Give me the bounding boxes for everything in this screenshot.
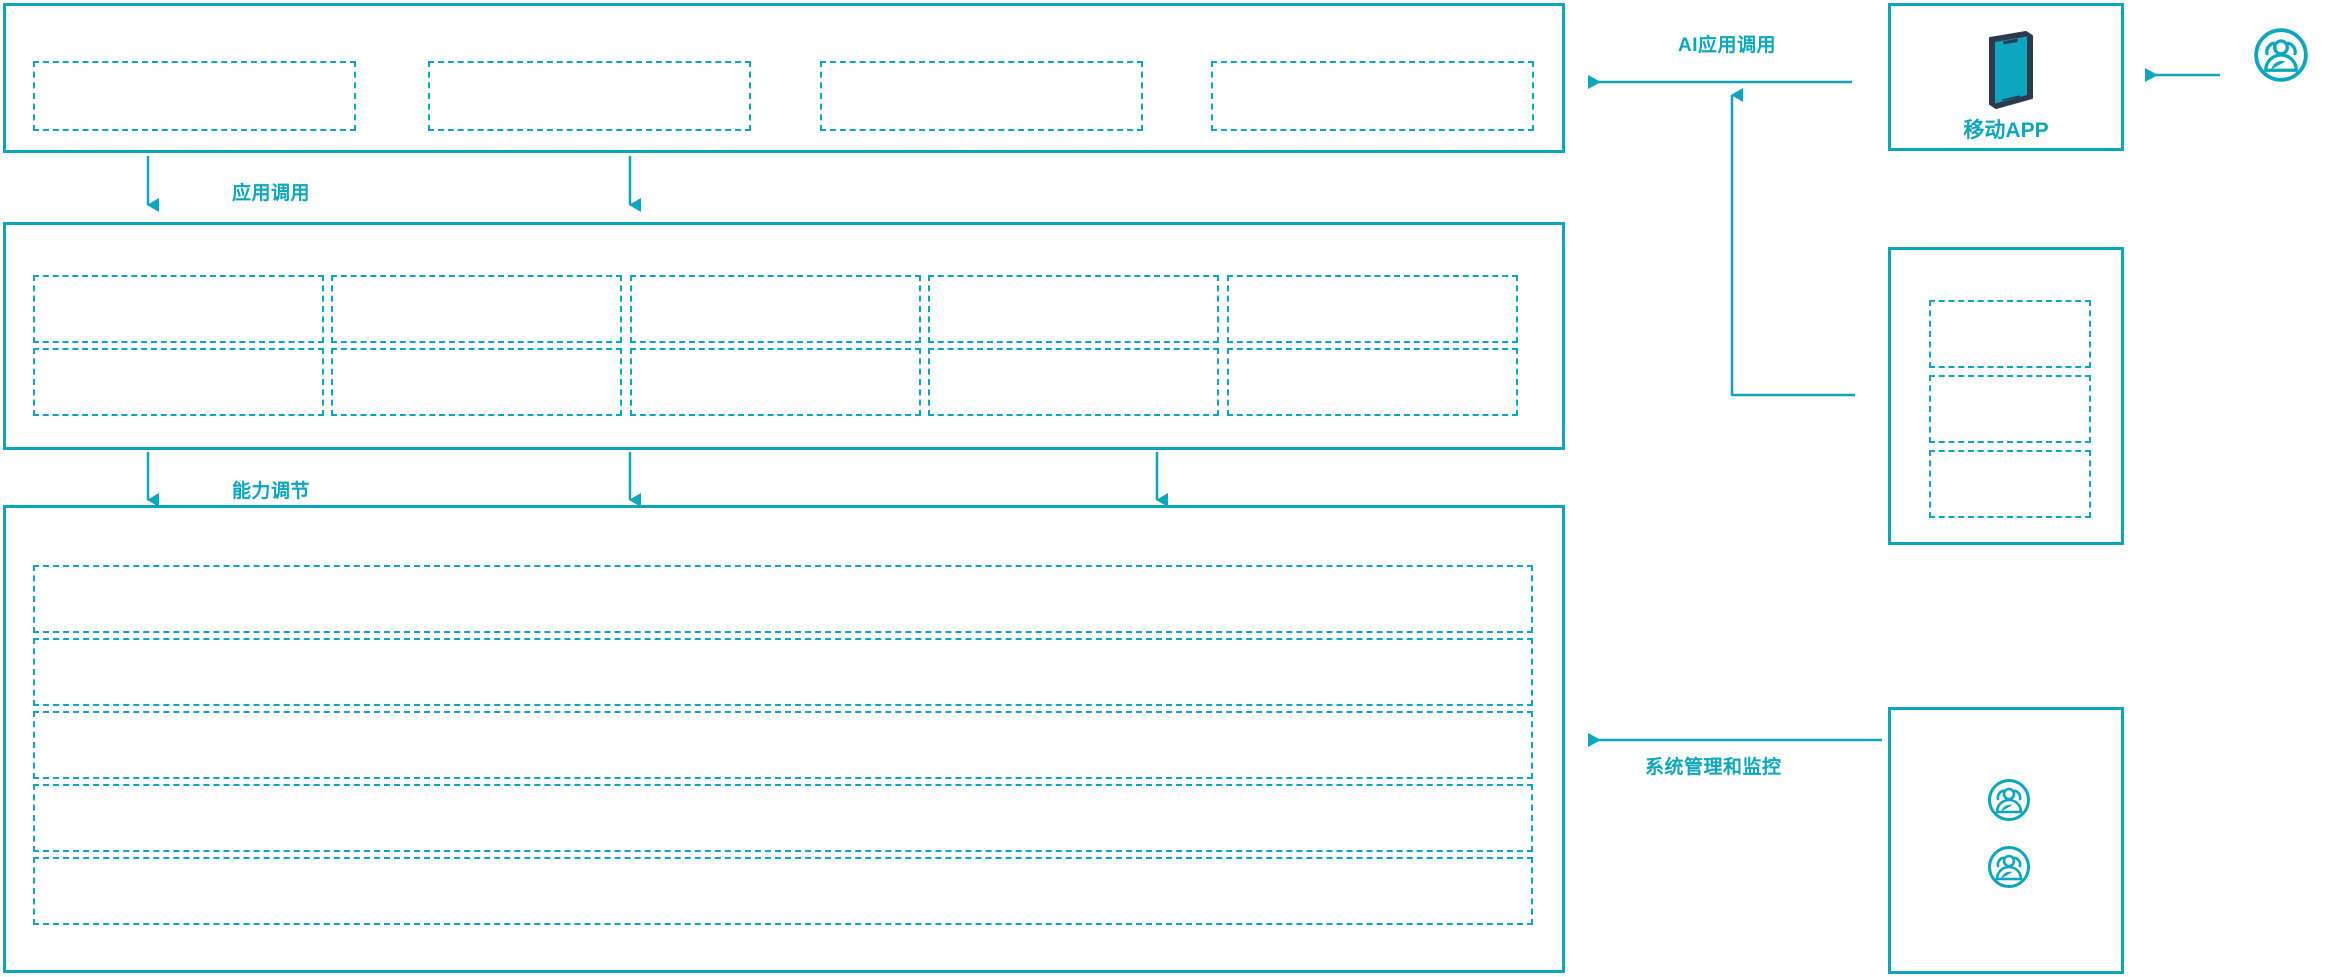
infrastructure-slot-2[interactable] xyxy=(33,638,1533,706)
capability-slot-r1c3[interactable] xyxy=(630,275,921,343)
application-slot-1[interactable] xyxy=(33,61,356,131)
channel-slot-2[interactable] xyxy=(1929,375,2091,443)
label-ai-app-invoke: AI应用调用 xyxy=(1678,35,1777,56)
capability-slot-r2c5[interactable] xyxy=(1227,348,1518,416)
label-capability-adjust: 能力调节 xyxy=(232,481,311,502)
arrow-ai-app-invoke xyxy=(1730,88,1855,397)
capability-slot-r2c3[interactable] xyxy=(630,348,921,416)
application-layer-panel xyxy=(3,3,1565,153)
infrastructure-slot-4[interactable] xyxy=(33,784,1533,852)
capability-slot-r1c4[interactable] xyxy=(928,275,1219,343)
user-group-icon xyxy=(1987,778,2031,822)
capability-slot-r2c4[interactable] xyxy=(928,348,1219,416)
channel-slot-1[interactable] xyxy=(1929,300,2091,368)
mobile-app-panel: 移动APP xyxy=(1888,3,2124,151)
capability-layer-panel xyxy=(3,222,1565,450)
label-app-invoke: 应用调用 xyxy=(232,183,311,204)
infrastructure-slot-3[interactable] xyxy=(33,711,1533,779)
infrastructure-slot-5[interactable] xyxy=(33,857,1533,925)
application-slot-2[interactable] xyxy=(428,61,751,131)
mobile-app-caption: 移动APP xyxy=(1963,119,2049,142)
application-slot-4[interactable] xyxy=(1211,61,1534,131)
smartphone-icon xyxy=(1974,24,2044,110)
user-group-icon xyxy=(2253,27,2309,83)
capability-slot-r2c2[interactable] xyxy=(331,348,622,416)
operations-panel xyxy=(1888,707,2124,974)
user-group-icon xyxy=(1987,845,2031,889)
channel-slot-3[interactable] xyxy=(1929,450,2091,518)
capability-slot-r2c1[interactable] xyxy=(33,348,324,416)
capability-slot-r1c1[interactable] xyxy=(33,275,324,343)
capability-slot-r1c2[interactable] xyxy=(331,275,622,343)
channel-panel xyxy=(1888,247,2124,545)
infrastructure-slot-1[interactable] xyxy=(33,565,1533,633)
label-system-manage-monitor: 系统管理和监控 xyxy=(1645,757,1782,778)
capability-slot-r1c5[interactable] xyxy=(1227,275,1518,343)
application-slot-3[interactable] xyxy=(820,61,1143,131)
infrastructure-layer-panel xyxy=(3,505,1565,973)
